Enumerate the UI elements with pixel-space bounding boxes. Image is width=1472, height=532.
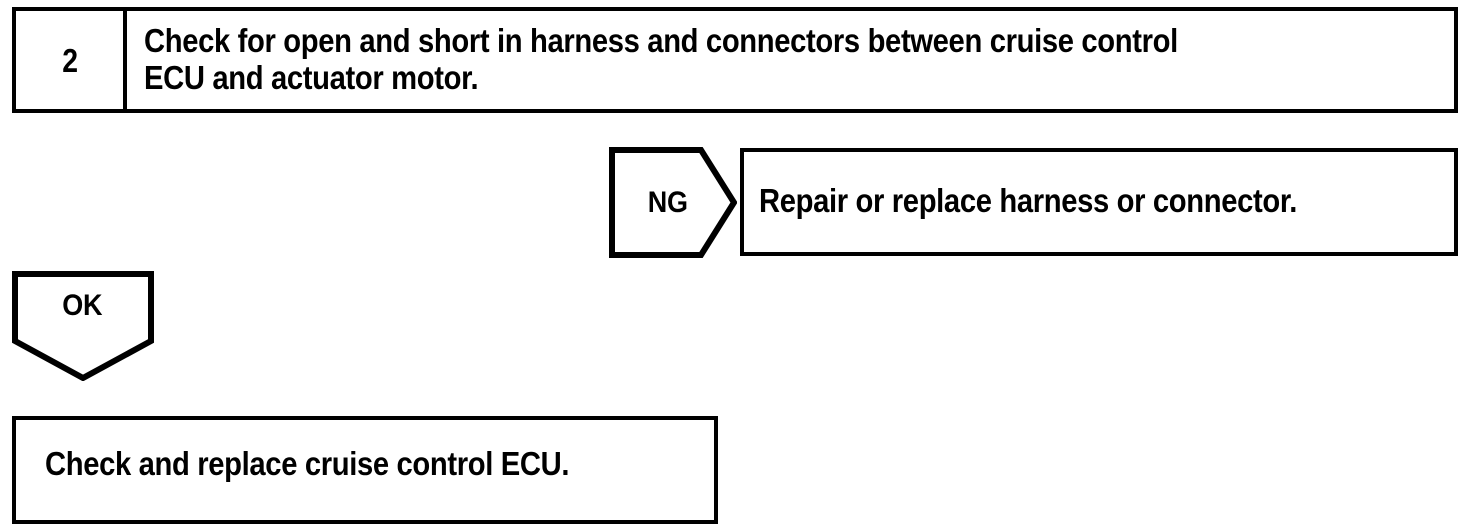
step-number-cell: 2 [16, 11, 127, 109]
ok-branch-arrow[interactable]: OK [12, 271, 154, 381]
step-number: 2 [61, 41, 78, 79]
step-instruction-cell: Check for open and short in harness and … [131, 11, 1454, 109]
ok-result-box[interactable]: Check and replace cruise control ECU. [12, 416, 718, 524]
ok-result-text: Check and replace cruise control ECU. [45, 445, 570, 482]
pentagon-right-icon [609, 147, 737, 258]
step-box-2[interactable]: 2 Check for open and short in harness an… [12, 7, 1458, 113]
ng-result-text: Repair or replace harness or connector. [759, 182, 1298, 219]
ng-result-box[interactable]: Repair or replace harness or connector. [740, 148, 1458, 256]
step-instruction-text: Check for open and short in harness and … [144, 22, 1178, 96]
ng-branch-arrow[interactable]: NG [609, 147, 737, 258]
pentagon-down-icon [12, 271, 154, 381]
